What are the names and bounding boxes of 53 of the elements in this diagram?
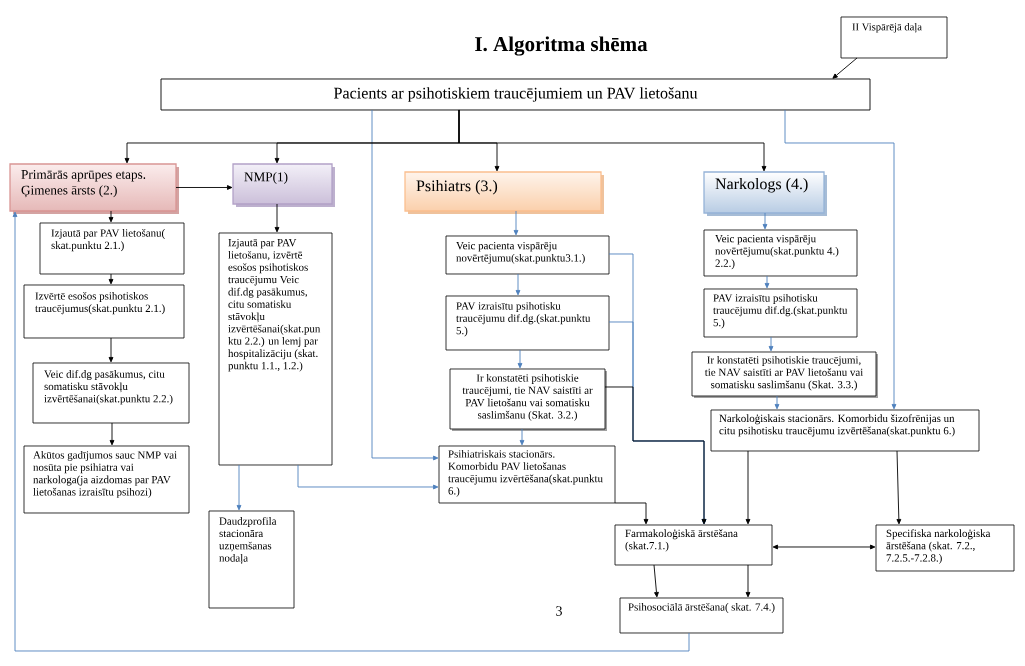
heading-box: Primārās aprūpes etaps. Ģimenes ārsts (2.) — [9, 163, 179, 214]
arrow — [274, 203, 280, 233]
arrow — [371, 109, 439, 461]
arrow — [653, 564, 659, 598]
process-box: Farmakoloģiskā ārstēšana (skat.7.1.) — [614, 524, 773, 566]
arrow — [513, 210, 519, 236]
arrow — [108, 273, 114, 285]
process-box: Izjautā par PAV lietošanu, izvērtē esošos psihotiskos traucējumu Veic dif.dg pasākumus, citu somatisku stāvokļu izvērtēšanai(skat.pun ktu 2.2.) un lemj par hospitalizāciju (skat. punktu 1.1., 1.2.) — [218, 232, 333, 466]
process-box: Psihosociālā ārstēšana( skat. 7.4.) — [619, 597, 784, 634]
arrow — [832, 57, 858, 79]
arrow — [604, 386, 707, 525]
process-box: Specifiska narkoloģiska ārstēšana (skat. 7.2., 7.2.5.-7.2.8.) — [875, 524, 1015, 572]
process-box: Izjautā par PAV lietošanu( skat.punktu 2.1.) — [39, 222, 185, 275]
arrow — [109, 422, 115, 446]
arrow — [517, 349, 523, 369]
diagram-title: I. Algoritma shēma — [475, 36, 648, 56]
process-box: Narkoloģiskais stacionārs. Komorbidu šizofrēnijas un citu psihotisku traucējumu izvērtēšana(skat.punktu 6.) — [710, 409, 980, 452]
heading-box: Narkologs (4.) — [703, 171, 827, 216]
process-box: Daudzprofila stacionāra uzņemšanas nodaļa — [208, 510, 295, 609]
arrow — [519, 428, 525, 446]
arrow — [297, 464, 439, 490]
arrow — [108, 337, 114, 363]
page-number: 3 — [556, 606, 562, 616]
arrow — [764, 275, 770, 289]
process-box: Ir konstatēti psihotiskie traucējumi, tie NAV saistīti ar PAV lietošanu vai somatisku saslimšanu (Skat. 3.2.) — [449, 368, 607, 431]
arrow — [784, 109, 897, 410]
arrow — [236, 464, 242, 511]
heading-box: Psihiatrs (3.) — [404, 171, 604, 214]
arrow — [768, 336, 774, 352]
process-box: Izvērtē esošos psihotiskos traucējumus(skat.punktu 2.1.) — [23, 284, 185, 339]
start-box: Pacients ar psihotiskiem traucējumiem un PAV lietošanu — [160, 78, 871, 111]
double-arrow — [772, 544, 876, 550]
process-box: Veic dif.dg pasākumus, citu somatisku stāvokļu izvērtēšanai(skat.punktu 2.2.) — [32, 362, 190, 424]
process-box: PAV izraisītu psihotisku traucējumu dif.dg.(skat.punktu 5.) — [703, 288, 858, 338]
arrow — [774, 395, 780, 410]
process-box: Psihiatriskais stacionārs. Komorbidu PAV lietošanas traucējumu izvērtēšana(skat.punktu 6.) — [438, 445, 616, 504]
arrow — [12, 211, 690, 652]
arrow — [745, 450, 751, 525]
process-box: Veic pacienta vispārēju novērtējumu(skat.punktu 4.) 2.2.) — [703, 229, 858, 277]
arrow — [745, 564, 751, 598]
arrow — [108, 210, 114, 223]
process-box: Ir konstatēti psihotiskie traucējumi, tie NAV saistīti ar PAV lietošanu vai somatisku saslimšanu (Skat. 3.3.) — [691, 351, 878, 398]
process-box: Akūtos gadījumos sauc NMP vai nosūta pie psihiatra vai narkologa(ja aizdomas par PAV lietošanas izraisītu psihozi) — [23, 445, 190, 514]
arrow — [515, 273, 521, 296]
arrow — [896, 450, 902, 525]
heading-box: NMP(1) — [232, 163, 335, 207]
arrow — [762, 212, 768, 230]
arrow — [175, 185, 233, 190]
process-box: Veic pacienta vispārēju novērtējumu(skat.punktu3.1.) — [445, 235, 610, 275]
arrow — [614, 502, 649, 525]
arrow — [458, 109, 767, 172]
process-box: PAV izraisītu psihotisku traucējumu dif.dg.(skat.punktu 5.) — [445, 295, 610, 351]
note-box: II Vispārējā daļa — [840, 16, 948, 59]
